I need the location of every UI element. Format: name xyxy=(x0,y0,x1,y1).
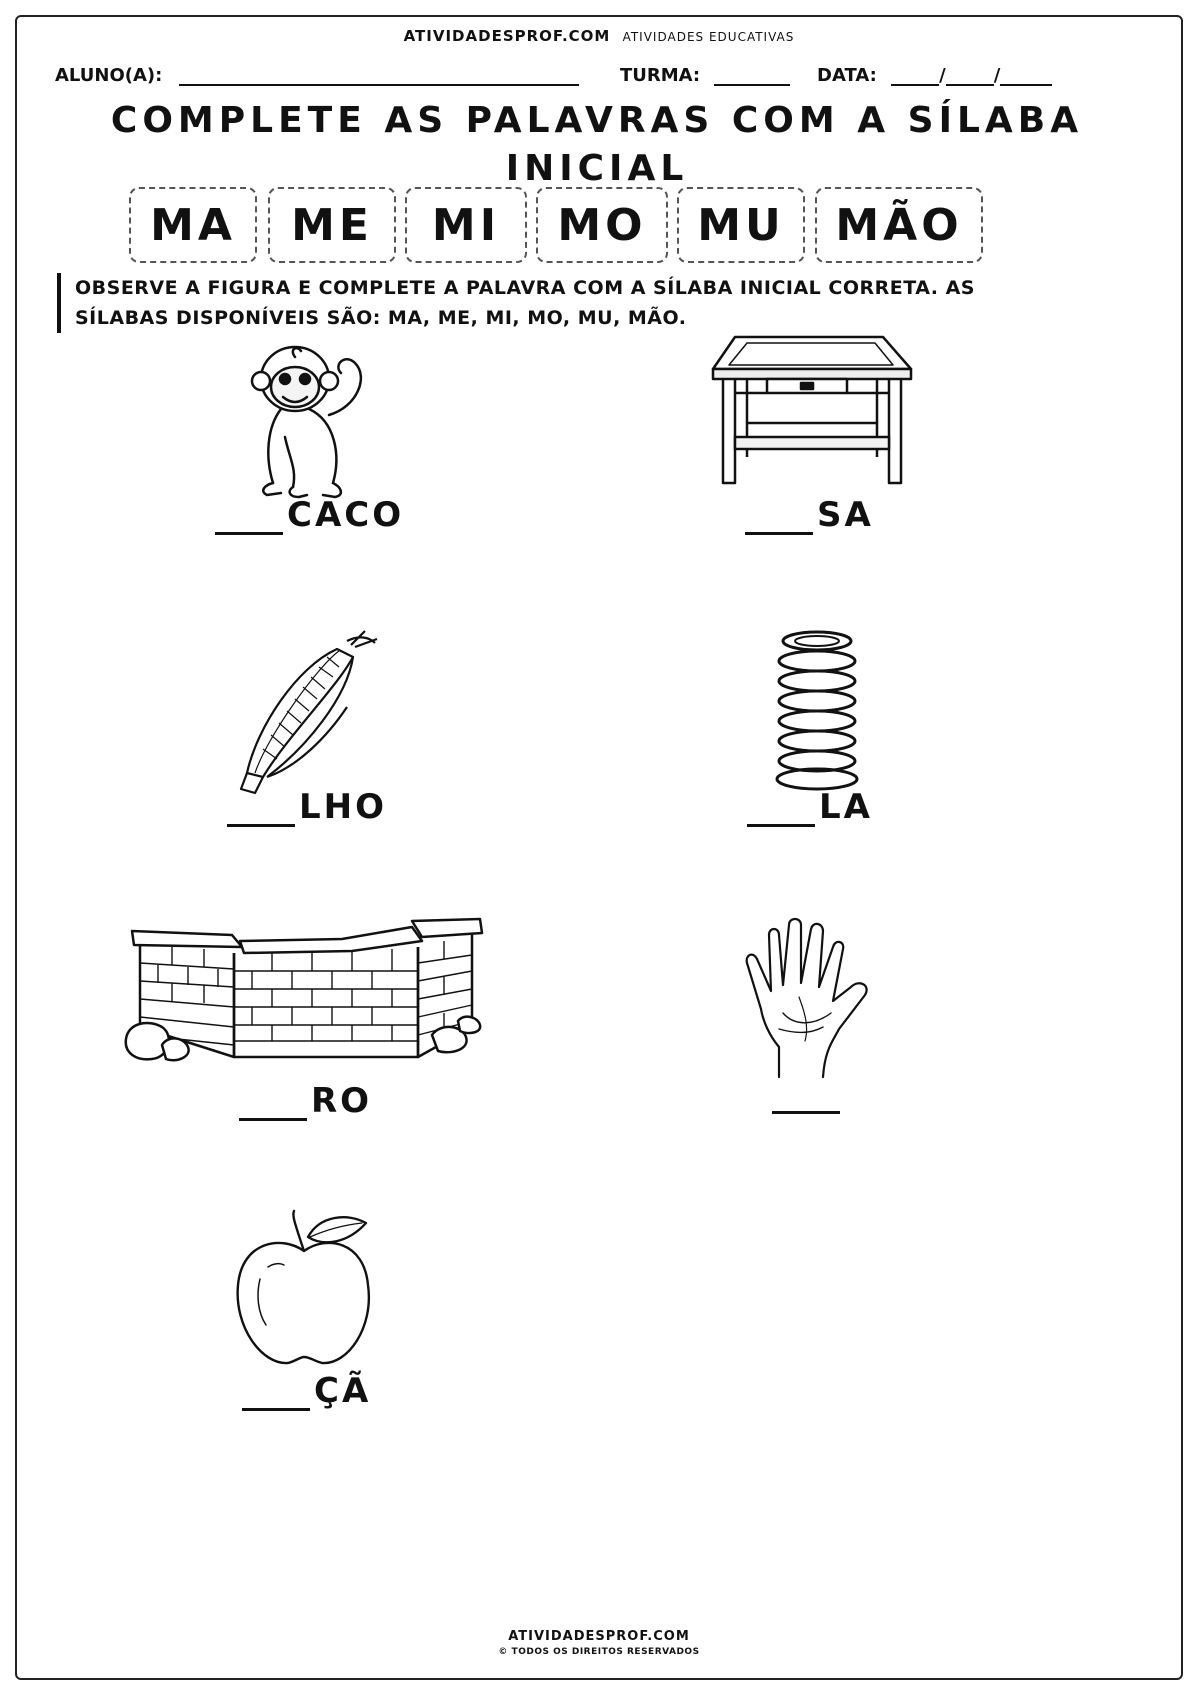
data-field: DATA: // xyxy=(817,65,1053,86)
syllable-box-me: ME xyxy=(268,187,396,263)
worksheet-page: ATIVIDADESPROF.COM ATIVIDADES EDUCATIVAS… xyxy=(15,15,1183,1680)
data-label: DATA: xyxy=(817,65,877,86)
monkey-picture xyxy=(250,345,363,499)
aluno-label: ALUNO(A): xyxy=(55,65,163,86)
answer-blank[interactable] xyxy=(239,1088,307,1121)
turma-field: TURMA: xyxy=(620,65,791,86)
title-line-2: INICIAL xyxy=(505,148,689,189)
answer-blank[interactable] xyxy=(242,1378,310,1411)
word-suffix: LA xyxy=(819,787,873,827)
answer-blank[interactable] xyxy=(227,794,295,827)
aluno-field: ALUNO(A): xyxy=(55,65,579,86)
turma-line[interactable] xyxy=(714,66,791,86)
answer-item-corn: LHO xyxy=(227,787,387,827)
syllable-box-ma: MA xyxy=(129,187,257,263)
hand-picture xyxy=(745,917,868,1079)
page-footer: ATIVIDADESPROF.COM © TODOS OS DIREITOS R… xyxy=(17,1629,1181,1657)
wall-picture xyxy=(124,917,484,1062)
answer-blank[interactable] xyxy=(747,794,815,827)
corn-picture xyxy=(239,630,378,795)
instruction-line-1: OBSERVE A FIGURA E COMPLETE A PALAVRA CO… xyxy=(75,277,975,299)
title-line-1: COMPLETE AS PALAVRAS COM A SÍLABA xyxy=(110,100,1084,141)
word-suffix: LHO xyxy=(299,787,388,827)
footer-rights: © TODOS OS DIREITOS RESERVADOS xyxy=(498,1647,700,1657)
syllable-box-mu: MU xyxy=(677,187,805,263)
word-suffix: ÇÃ xyxy=(314,1371,372,1411)
answer-item-spring: LA xyxy=(747,787,873,827)
site-subtitle: ATIVIDADES EDUCATIVAS xyxy=(622,30,795,44)
page-title: COMPLETE AS PALAVRAS COM A SÍLABA INICIA… xyxy=(97,97,1097,193)
syllable-box-mo: MO xyxy=(536,187,668,263)
syllable-box-mi: MI xyxy=(405,187,527,263)
date-month-line[interactable] xyxy=(945,66,994,86)
word-suffix: RO xyxy=(311,1081,373,1121)
answer-item-wall: RO xyxy=(239,1081,372,1121)
apple-picture xyxy=(236,1209,371,1365)
spring-picture xyxy=(775,630,859,791)
instruction-text: OBSERVE A FIGURA E COMPLETE A PALAVRA CO… xyxy=(57,273,1155,333)
answer-item-apple: ÇÃ xyxy=(242,1371,371,1411)
date-day-line[interactable] xyxy=(891,66,940,86)
turma-label: TURMA: xyxy=(620,65,701,86)
date-year-line[interactable] xyxy=(1000,66,1053,86)
word-suffix: CACO xyxy=(287,495,405,535)
word-suffix: SA xyxy=(817,495,874,535)
answer-item-table: SA xyxy=(745,495,874,535)
answer-blank[interactable] xyxy=(215,502,283,535)
syllable-box-mao: MÃO xyxy=(815,187,983,263)
answer-item-monkey: CACO xyxy=(215,495,404,535)
answer-blank[interactable] xyxy=(772,1081,840,1114)
site-header: ATIVIDADESPROF.COM ATIVIDADES EDUCATIVAS xyxy=(17,27,1181,45)
footer-site: ATIVIDADESPROF.COM xyxy=(508,1629,690,1644)
answer-blank[interactable] xyxy=(745,502,813,535)
aluno-line[interactable] xyxy=(178,66,579,86)
instruction-line-2: SÍLABAS DISPONÍVEIS SÃO: MA, ME, MI, MO,… xyxy=(75,307,687,329)
table-picture xyxy=(711,335,913,485)
answer-item-hand xyxy=(772,1081,844,1114)
site-name: ATIVIDADESPROF.COM xyxy=(403,27,611,45)
